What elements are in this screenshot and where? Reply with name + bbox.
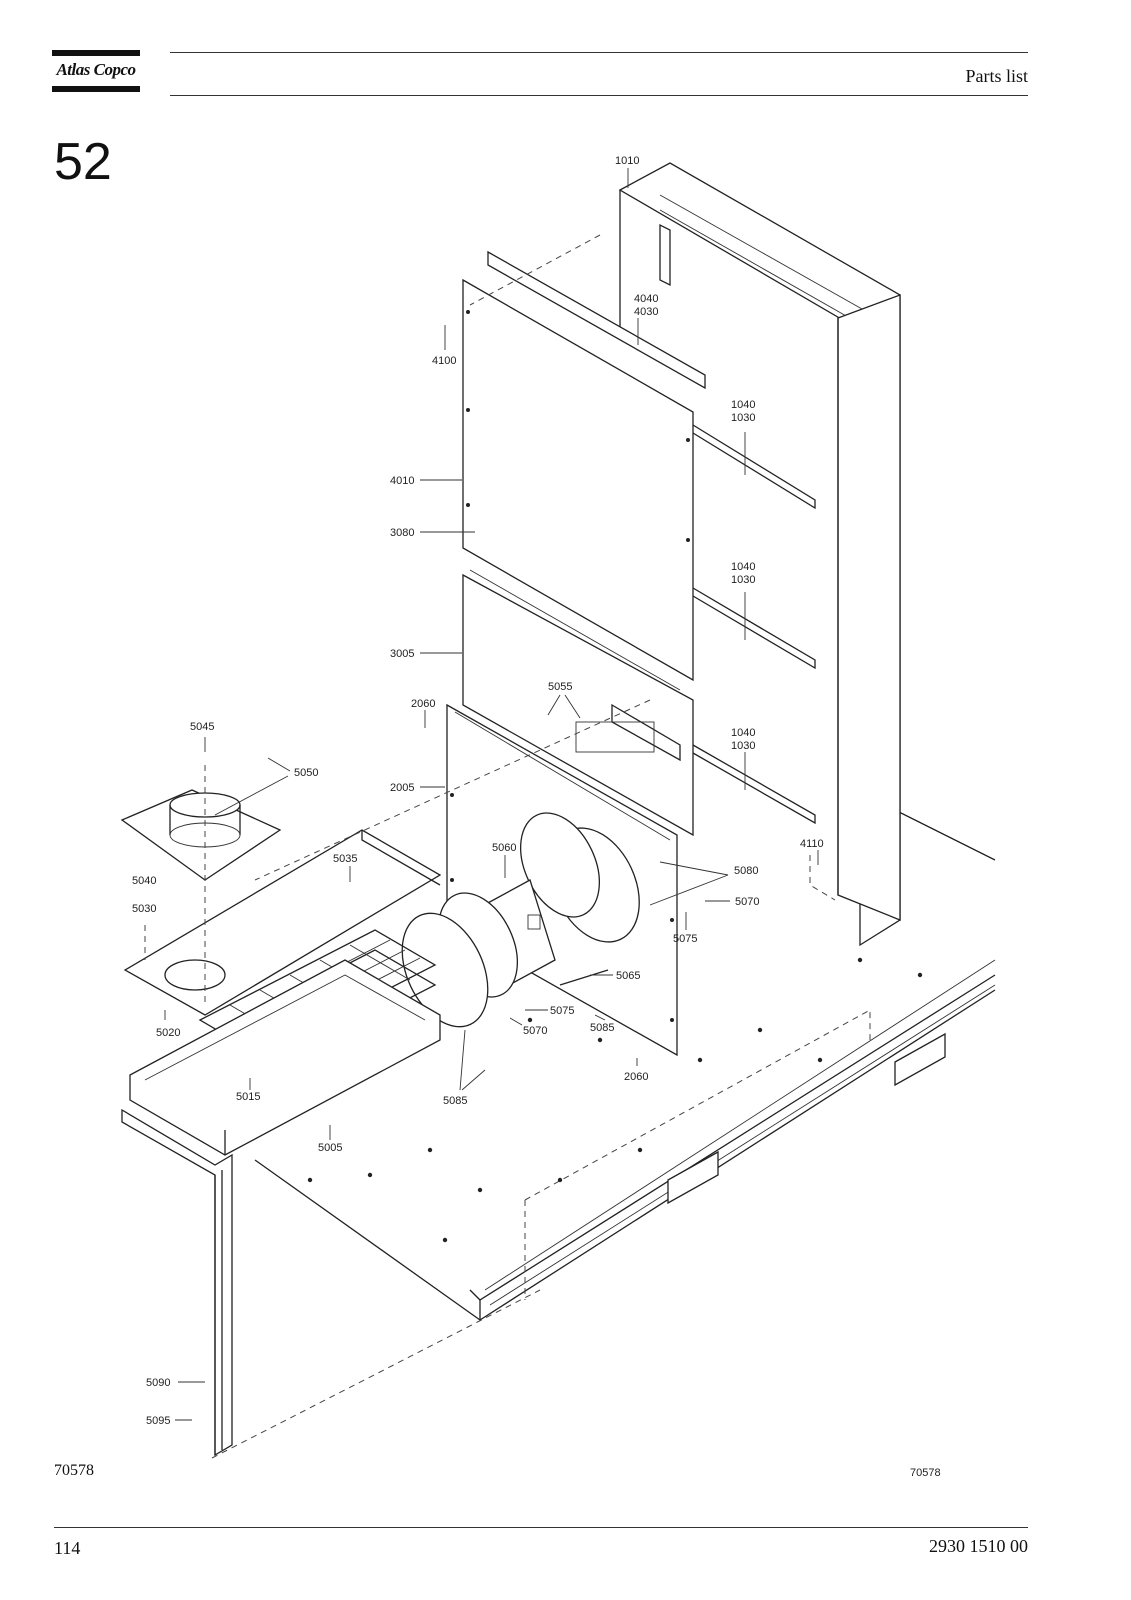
callout-1010: 1010 [615, 155, 639, 167]
callout-5060: 5060 [492, 842, 516, 854]
cover-plate-5040 [120, 789, 282, 881]
callout-5045: 5045 [190, 721, 214, 733]
callout-4100: 4100 [432, 355, 456, 367]
page-number: 114 [54, 1538, 81, 1558]
callout-5070-left: 5070 [523, 1025, 547, 1037]
duct-5060 [401, 812, 640, 1028]
base-holes [307, 957, 923, 1243]
callout-5030: 5030 [132, 903, 156, 915]
page-title: Parts list [965, 66, 1028, 86]
callouts: 1010 4040 4030 4100 1040 1030 4010 3080 … [132, 155, 941, 1479]
strip-rails [487, 250, 816, 825]
callout-2060-upper: 2060 [411, 698, 435, 710]
callout-5040: 5040 [132, 875, 156, 887]
figure-number: 70578 [54, 1462, 94, 1479]
cover-plate-5020 [123, 829, 442, 1016]
panel-4010 [462, 278, 694, 682]
figure-number-in-drawing: 70578 [910, 1467, 941, 1479]
leg-5090 [121, 1108, 233, 1457]
callout-4030: 4030 [634, 306, 658, 318]
callout-5020: 5020 [156, 1027, 180, 1039]
logo-bar-top [52, 50, 140, 56]
frame-1010 [618, 162, 901, 947]
callout-5055: 5055 [548, 681, 572, 693]
box-5005 [129, 959, 441, 1156]
callout-5080: 5080 [734, 865, 758, 877]
callout-1030-upper: 1030 [731, 412, 755, 424]
base-frame [254, 809, 996, 1321]
callout-5050: 5050 [294, 767, 318, 779]
callout-3080: 3080 [390, 527, 414, 539]
callout-5075-right: 5075 [673, 933, 697, 945]
logo-text: Atlas Copco [56, 60, 136, 79]
header-rule-top [170, 52, 1028, 53]
callout-5090: 5090 [146, 1377, 170, 1389]
callout-4040: 4040 [634, 293, 658, 305]
callout-1040-middle: 1040 [731, 561, 755, 573]
callout-5035: 5035 [333, 853, 357, 865]
callout-5015: 5015 [236, 1091, 260, 1103]
callout-1040-upper: 1040 [731, 399, 755, 411]
callout-2060-lower: 2060 [624, 1071, 648, 1083]
callout-1030-middle: 1030 [731, 574, 755, 586]
callout-4110: 4110 [800, 838, 824, 850]
callout-5065: 5065 [616, 970, 640, 982]
callout-2005: 2005 [390, 782, 414, 794]
header-rule-bottom [170, 95, 1028, 96]
logo-bar-bottom [52, 86, 140, 92]
callout-1040-lower: 1040 [731, 727, 755, 739]
callout-1030-lower: 1030 [731, 740, 755, 752]
panel-3005 [462, 569, 694, 837]
document-number: 2930 1510 00 [929, 1536, 1028, 1556]
callout-3005: 3005 [390, 648, 414, 660]
callout-5070-right: 5070 [735, 896, 759, 908]
callout-5095: 5095 [146, 1415, 170, 1427]
section-number: 52 [54, 133, 112, 191]
assembly-guide-lines [144, 234, 836, 1459]
callout-5085-right: 5085 [590, 1022, 614, 1034]
footer-rule [54, 1527, 1028, 1528]
callout-5085-left: 5085 [443, 1095, 467, 1107]
callout-5005: 5005 [318, 1142, 342, 1154]
callout-5075-left: 5075 [550, 1005, 574, 1017]
callout-4010: 4010 [390, 475, 414, 487]
atlas-copco-logo: Atlas Copco [52, 50, 140, 94]
